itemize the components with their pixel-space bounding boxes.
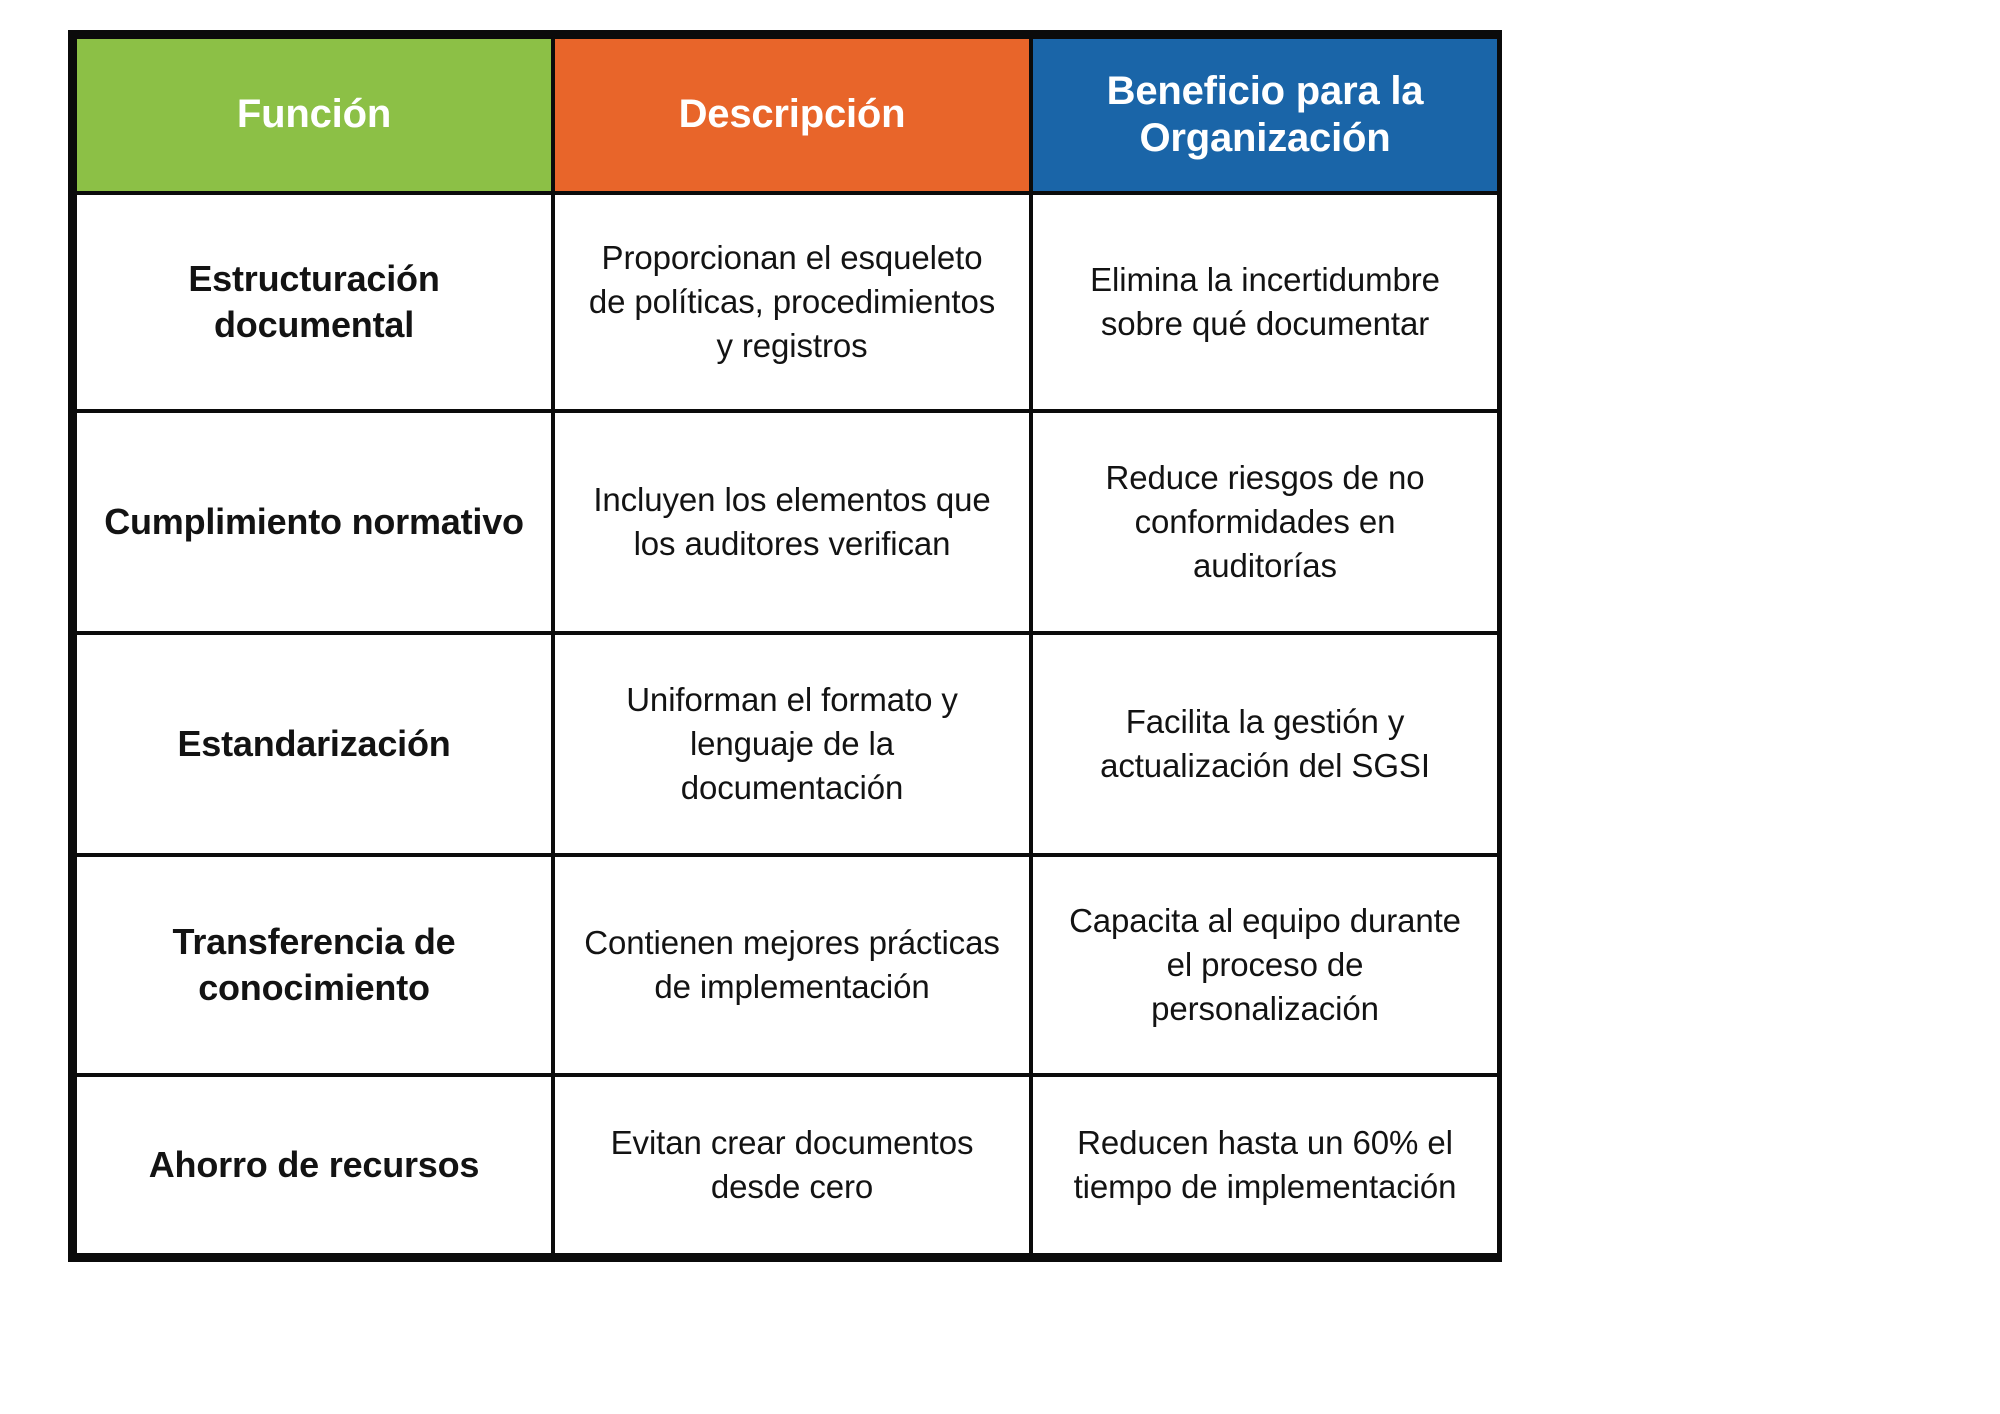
cell-beneficio: Facilita la gestión y actualización del …	[1029, 631, 1501, 857]
column-header-funcion: Función	[73, 35, 555, 195]
cell-descripcion: Contienen mejores prácticas de implement…	[551, 853, 1033, 1077]
cell-funcion: Estructuración documental	[73, 191, 555, 413]
cell-descripcion: Proporcionan el esqueleto de políticas, …	[551, 191, 1033, 413]
table-row: Estandarización Uniforman el formato y l…	[73, 631, 1501, 857]
column-header-descripcion: Descripción	[551, 35, 1033, 195]
table-row: Cumplimiento normativo Incluyen los elem…	[73, 409, 1501, 635]
column-header-beneficio: Beneficio para la Organización	[1029, 35, 1501, 195]
cell-descripcion: Uniforman el formato y lenguaje de la do…	[551, 631, 1033, 857]
cell-beneficio: Capacita al equipo durante el proceso de…	[1029, 853, 1501, 1077]
cell-funcion: Transferencia de conocimiento	[73, 853, 555, 1077]
table-row: Estructuración documental Proporcionan e…	[73, 191, 1501, 413]
cell-beneficio: Reduce riesgos de no conformidades en au…	[1029, 409, 1501, 635]
table-header-row: Función Descripción Beneficio para la Or…	[73, 35, 1501, 195]
cell-descripcion: Incluyen los elementos que los auditores…	[551, 409, 1033, 635]
cell-descripcion: Evitan crear documentos desde cero	[551, 1073, 1033, 1257]
cell-funcion: Estandarización	[73, 631, 555, 857]
cell-funcion: Ahorro de recursos	[73, 1073, 555, 1257]
benefits-table-container: Función Descripción Beneficio para la Or…	[68, 30, 1502, 1262]
table-header: Función Descripción Beneficio para la Or…	[73, 35, 1501, 195]
benefits-table: Función Descripción Beneficio para la Or…	[73, 35, 1501, 1257]
table-row: Ahorro de recursos Evitan crear document…	[73, 1073, 1501, 1257]
table-row: Transferencia de conocimiento Contienen …	[73, 853, 1501, 1077]
table-body: Estructuración documental Proporcionan e…	[73, 191, 1501, 1257]
cell-beneficio: Elimina la incertidumbre sobre qué docum…	[1029, 191, 1501, 413]
cell-beneficio: Reducen hasta un 60% el tiempo de implem…	[1029, 1073, 1501, 1257]
cell-funcion: Cumplimiento normativo	[73, 409, 555, 635]
